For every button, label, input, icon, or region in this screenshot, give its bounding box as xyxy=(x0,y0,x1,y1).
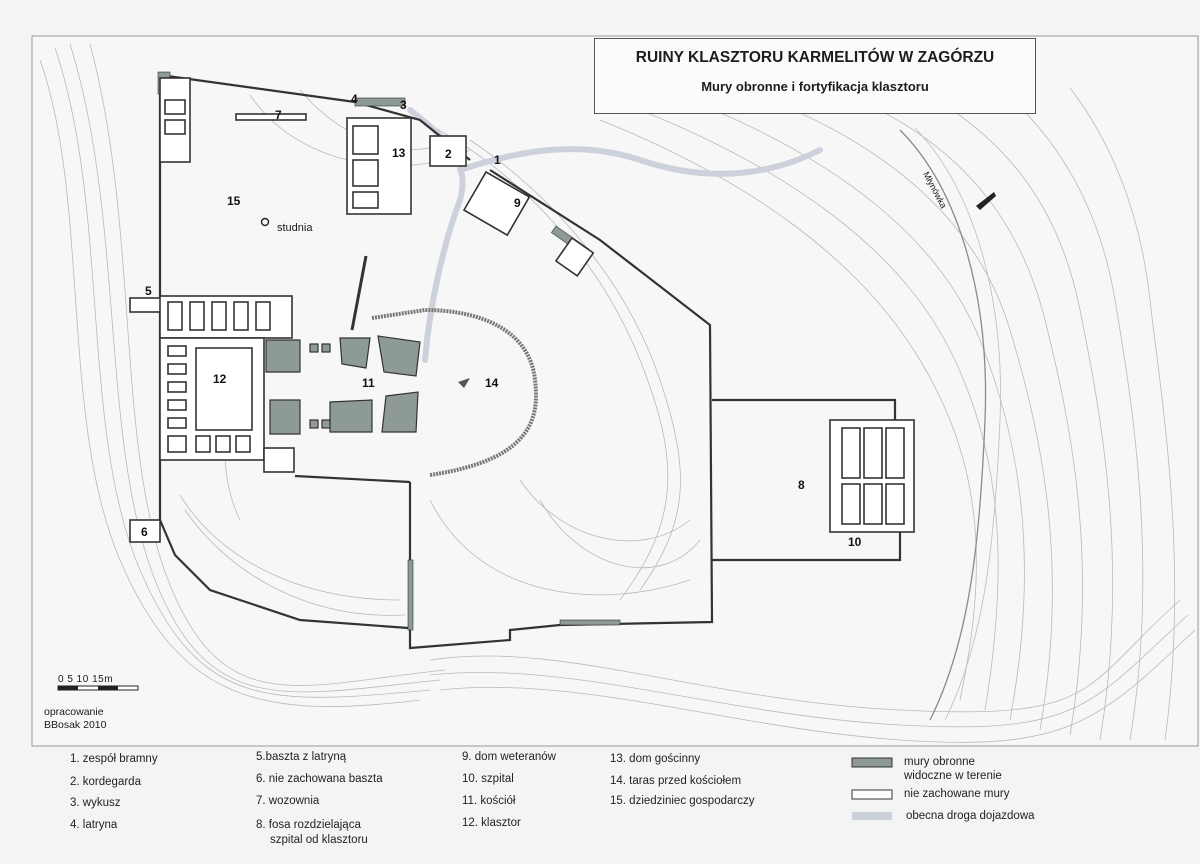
legend-item-14: 14. taras przed kościołem xyxy=(610,775,742,787)
north-arrow-icon xyxy=(976,192,996,210)
key-label-road: obecna droga dojazdowa xyxy=(906,810,1035,822)
credit-line-1: opracowanie xyxy=(44,706,104,718)
moat-wall xyxy=(350,255,368,331)
label-10: 10 xyxy=(848,535,862,549)
north-buildings xyxy=(159,77,595,277)
legend-item-5: 5.baszta z latryną xyxy=(256,751,347,763)
tower-6 xyxy=(129,519,161,543)
legend-item-6: 6. nie zachowana baszta xyxy=(256,773,383,785)
label-2: 2 xyxy=(445,147,452,161)
terrace-marker xyxy=(458,378,470,388)
legend-item-15: 15. dziedziniec gospodarczy xyxy=(610,795,755,807)
key-label-lost: nie zachowane mury xyxy=(904,788,1010,800)
legend-item-11: 11. kościół xyxy=(462,795,516,807)
map-subtitle: Mury obronne i fortyfikacja klasztoru xyxy=(701,79,929,94)
label-8: 8 xyxy=(798,478,805,492)
label-13: 13 xyxy=(392,146,406,160)
stream-line xyxy=(899,129,987,721)
label-7: 7 xyxy=(275,108,282,122)
well-label: studnia xyxy=(277,222,313,234)
key-swatch-road xyxy=(852,812,892,820)
label-6: 6 xyxy=(141,525,148,539)
legend-item-1: 1. zespół bramny xyxy=(70,753,158,765)
label-1: 1 xyxy=(494,153,501,167)
well-icon xyxy=(260,217,270,227)
key-label-preserved-1: mury obronne xyxy=(904,756,975,768)
key-label-preserved-2: widoczne w terenie xyxy=(904,770,1002,782)
label-5: 5 xyxy=(145,284,152,298)
label-4: 4 xyxy=(351,92,358,106)
map-title: RUINY KLASZTORU KARMELITÓW W ZAGÓRZU xyxy=(635,49,995,66)
legend-item-13: 13. dom gościnny xyxy=(610,753,701,765)
legend-item-8: 8. fosa rozdzielająca xyxy=(256,819,361,831)
legend-item-2: 2. kordegarda xyxy=(70,776,141,788)
legend-item-8-cont: szpital od klasztoru xyxy=(270,834,368,846)
stream-line-outer xyxy=(914,127,1001,721)
credit-line-2: BBosak 2010 xyxy=(44,719,107,731)
scale-bar xyxy=(57,685,139,691)
monastery-complex xyxy=(129,295,295,473)
legend-item-4: 4. latryna xyxy=(70,819,118,831)
hospital-building xyxy=(829,419,915,533)
key-swatch-lost xyxy=(851,789,893,800)
label-14: 14 xyxy=(485,376,499,390)
legend-item-10: 10. szpital xyxy=(462,773,514,785)
legend-item-3: 3. wykusz xyxy=(70,797,121,809)
credit: opracowanie BBosak 2010 xyxy=(44,706,106,732)
legend-item-9: 9. dom weteranów xyxy=(462,751,556,763)
key-swatch-preserved xyxy=(851,757,893,768)
label-15: 15 xyxy=(227,194,241,208)
label-11: 11 xyxy=(362,376,375,390)
label-9: 9 xyxy=(514,196,521,210)
label-3: 3 xyxy=(400,98,407,112)
scale-label: 0 5 10 15m xyxy=(58,674,114,685)
church-ruins xyxy=(265,335,421,435)
terrace-wall xyxy=(371,307,539,477)
title-box: RUINY KLASZTORU KARMELITÓW W ZAGÓRZU Mur… xyxy=(594,38,1036,114)
contour-lines xyxy=(39,43,1196,743)
legend-item-7: 7. wozownia xyxy=(256,795,320,807)
label-12: 12 xyxy=(213,372,227,386)
legend-item-12: 12. klasztor xyxy=(462,817,521,829)
